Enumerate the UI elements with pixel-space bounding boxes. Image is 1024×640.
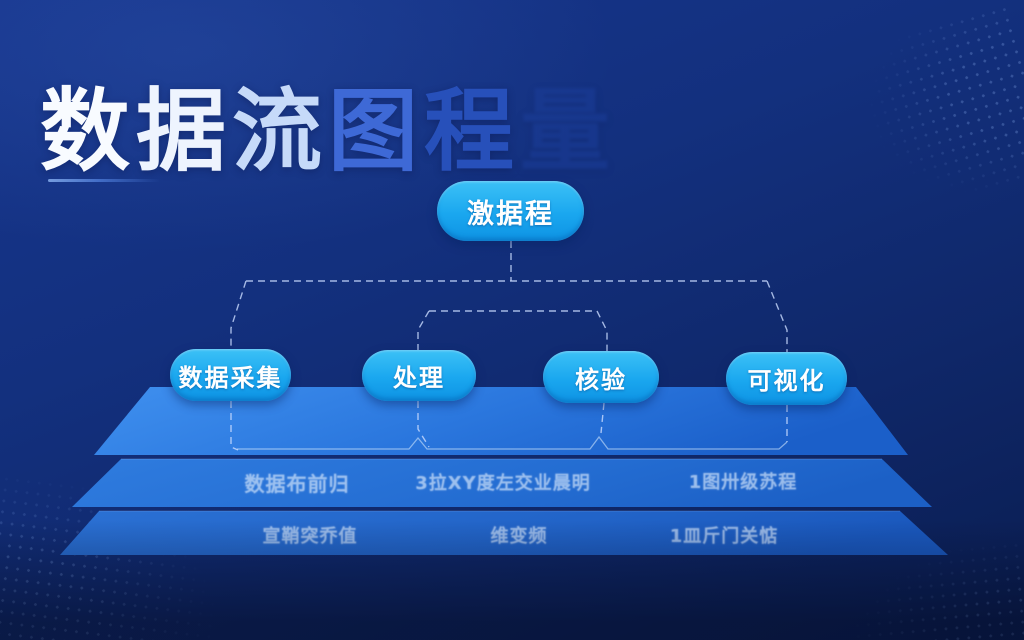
flow-node-data-collection: 数据采集 [170, 349, 291, 401]
halftone-texture-top-right [807, 2, 1024, 234]
platform-label: 1图卅级苏程 [688, 472, 798, 493]
flow-node-visualization: 可视化 [726, 352, 847, 405]
flow-node-root-label: 激据程 [467, 198, 554, 230]
bottom-shade [0, 520, 1024, 640]
platform-label: 3拉XY度左交业晨明 [415, 473, 591, 494]
title-underline [48, 179, 160, 182]
flow-node-label: 可视化 [747, 367, 826, 395]
flow-node-root: 激据程 [437, 181, 584, 241]
connector-outer-bracket [230, 280, 788, 352]
connector-below-node-1 [230, 401, 239, 451]
page-title: 数据流图程量 [40, 79, 616, 192]
flow-node-processing: 处理 [362, 350, 476, 401]
flow-node-verification: 核验 [543, 351, 659, 403]
flow-node-label: 处理 [393, 364, 445, 392]
title-char: 流 [232, 79, 328, 185]
flow-node-label: 核验 [575, 365, 627, 394]
title-ghost-char: 量 [520, 79, 616, 185]
platform-label: 数据布前归 [244, 472, 350, 496]
flow-node-label: 数据采集 [178, 363, 283, 392]
platform-highlight-line [237, 435, 788, 450]
title-char: 程 [424, 79, 520, 185]
title-char: 数 [40, 79, 136, 185]
title-char: 图 [328, 79, 424, 185]
title-char: 据 [136, 79, 232, 185]
